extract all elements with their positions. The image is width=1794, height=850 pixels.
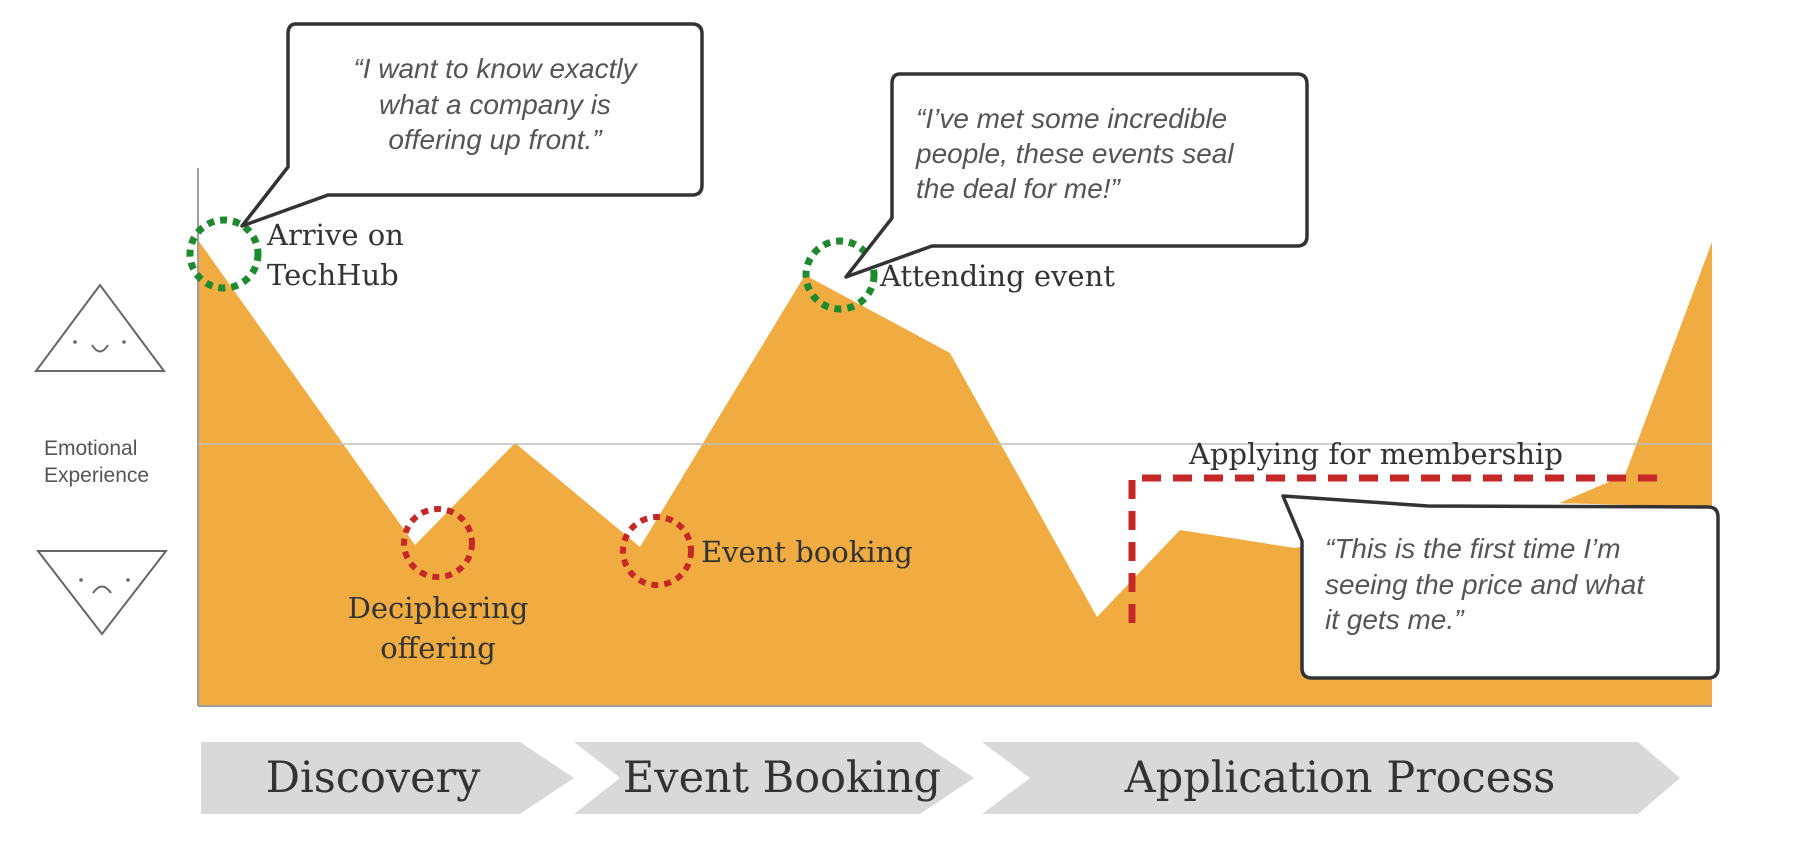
phase-discovery-label: Discovery [266, 753, 482, 803]
deciphering-marker [401, 506, 475, 580]
quote-applying-line1: “This is the first time I’m [1325, 533, 1621, 564]
quote-bubble-applying-outline [1281, 494, 1720, 680]
phase-discovery-chevron [201, 742, 574, 814]
attending-event-marker [802, 237, 878, 313]
quote-attending-line1: “I’ve met some incredible [916, 103, 1227, 134]
quote-bubble-applying [1283, 496, 1718, 678]
phase-application-label: Application Process [1124, 753, 1556, 803]
event-booking-label: Event booking [701, 535, 913, 569]
axis-label-emotional: Emotional [44, 437, 137, 460]
happy-face-triangle-icon [34, 283, 166, 372]
quote-arrive-line2: what a company is [379, 89, 611, 120]
quote-attending-line2: people, these events seal [915, 138, 1234, 169]
quote-arrive-line3: offering up front.” [388, 124, 603, 155]
deciphering-label-line1: Deciphering [348, 591, 529, 625]
applying-bracket [1128, 474, 1668, 623]
sad-face-triangle-icon [35, 550, 169, 636]
axis-label-experience: Experience [44, 464, 149, 487]
quote-arrive-line1: “I want to know exactly [353, 53, 638, 84]
applying-label: Applying for membership [1188, 437, 1563, 471]
arrive-label-line1: Arrive on [266, 218, 404, 252]
quote-bubble-arrive [240, 22, 704, 228]
phase-event-booking-label: Event Booking [623, 753, 941, 803]
arrive-marker [186, 216, 262, 292]
phase-event-booking-chevron [574, 742, 974, 814]
attending-event-label: Attending event [879, 259, 1115, 293]
phase-application-chevron [982, 742, 1680, 814]
quote-bubble-attending [844, 72, 1309, 279]
event-booking-marker [620, 514, 694, 588]
quote-applying-line2: seeing the price and what [1325, 569, 1645, 600]
quote-attending-line3: the deal for me!” [916, 173, 1122, 204]
arrive-label-line2: TechHub [267, 258, 399, 292]
deciphering-label-line2: offering [380, 631, 496, 665]
quote-applying-line3: it gets me.” [1325, 604, 1465, 635]
